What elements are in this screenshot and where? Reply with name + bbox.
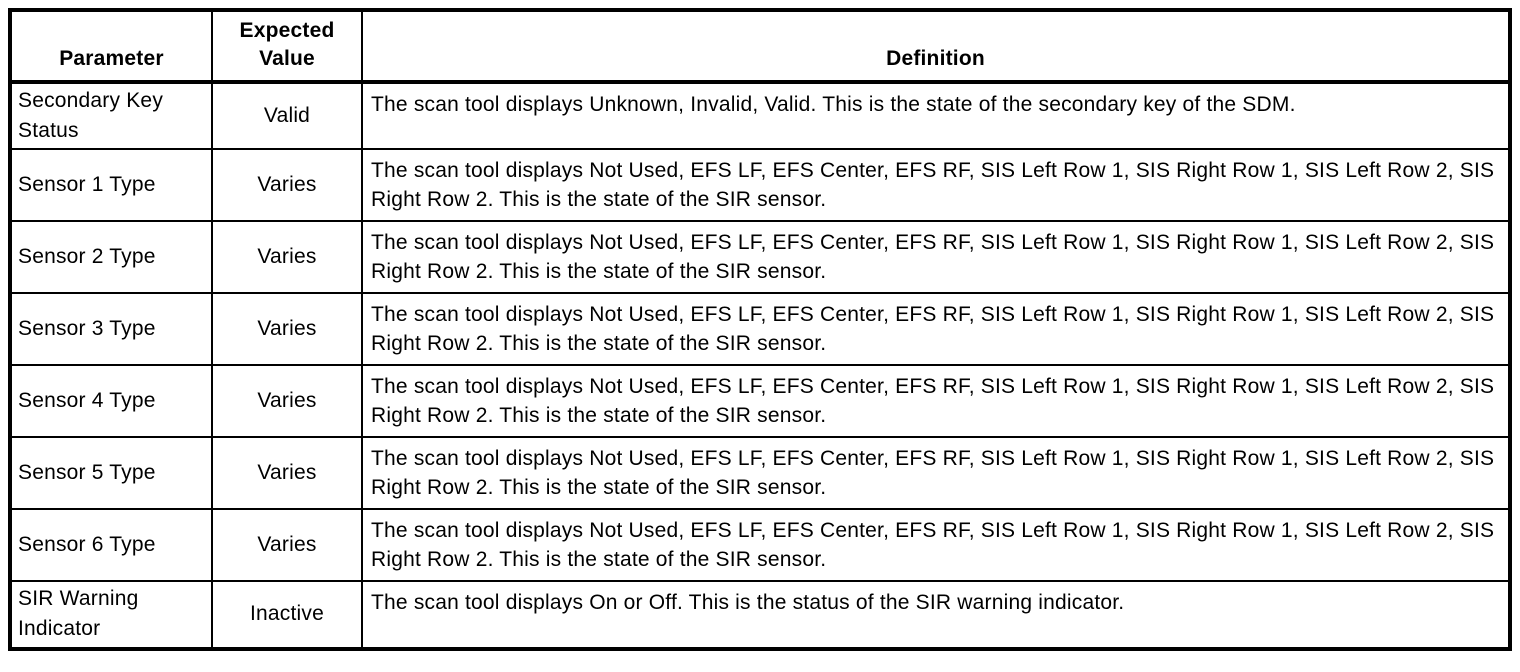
table-row: Sensor 1 Type Varies The scan tool displ…: [9, 147, 1511, 222]
parameter-cell: Sensor 5 Type: [9, 435, 213, 510]
expected-value-cell: Valid: [211, 81, 363, 150]
expected-value-cell: Varies: [211, 363, 363, 438]
definition-cell: The scan tool displays Not Used, EFS LF,…: [361, 363, 1511, 438]
parameter-cell: Sensor 3 Type: [9, 291, 213, 366]
expected-value-cell: Inactive: [211, 579, 363, 650]
table-row: SIR Warning Indicator Inactive The scan …: [9, 579, 1511, 650]
table-row: Sensor 6 Type Varies The scan tool displ…: [9, 507, 1511, 582]
parameter-definition-table: Parameter Expected Value Definition Seco…: [8, 8, 1512, 651]
table-row: Sensor 2 Type Varies The scan tool displ…: [9, 219, 1511, 294]
expected-value-cell: Varies: [211, 219, 363, 294]
table-row: Sensor 3 Type Varies The scan tool displ…: [9, 291, 1511, 366]
parameter-cell: Secondary Key Status: [9, 81, 213, 150]
expected-value-cell: Varies: [211, 147, 363, 222]
table-header-row: Parameter Expected Value Definition: [9, 9, 1511, 84]
expected-value-cell: Varies: [211, 435, 363, 510]
definition-cell: The scan tool displays Not Used, EFS LF,…: [361, 147, 1511, 222]
document-page: Parameter Expected Value Definition Seco…: [0, 8, 1520, 672]
header-expected-value: Expected Value: [211, 9, 363, 84]
definition-cell: The scan tool displays Unknown, Invalid,…: [361, 81, 1511, 150]
definition-cell: The scan tool displays On or Off. This i…: [361, 579, 1511, 650]
definition-cell: The scan tool displays Not Used, EFS LF,…: [361, 435, 1511, 510]
definition-cell: The scan tool displays Not Used, EFS LF,…: [361, 507, 1511, 582]
table-row: Sensor 5 Type Varies The scan tool displ…: [9, 435, 1511, 510]
parameter-cell: Sensor 6 Type: [9, 507, 213, 582]
parameter-cell: SIR Warning Indicator: [9, 579, 213, 650]
expected-value-cell: Varies: [211, 507, 363, 582]
table-row: Sensor 4 Type Varies The scan tool displ…: [9, 363, 1511, 438]
parameter-cell: Sensor 1 Type: [9, 147, 213, 222]
expected-value-cell: Varies: [211, 291, 363, 366]
header-definition: Definition: [361, 9, 1511, 84]
definition-cell: The scan tool displays Not Used, EFS LF,…: [361, 291, 1511, 366]
header-parameter: Parameter: [9, 9, 213, 84]
definition-cell: The scan tool displays Not Used, EFS LF,…: [361, 219, 1511, 294]
parameter-cell: Sensor 2 Type: [9, 219, 213, 294]
table-row: Secondary Key Status Valid The scan tool…: [9, 81, 1511, 150]
parameter-cell: Sensor 4 Type: [9, 363, 213, 438]
